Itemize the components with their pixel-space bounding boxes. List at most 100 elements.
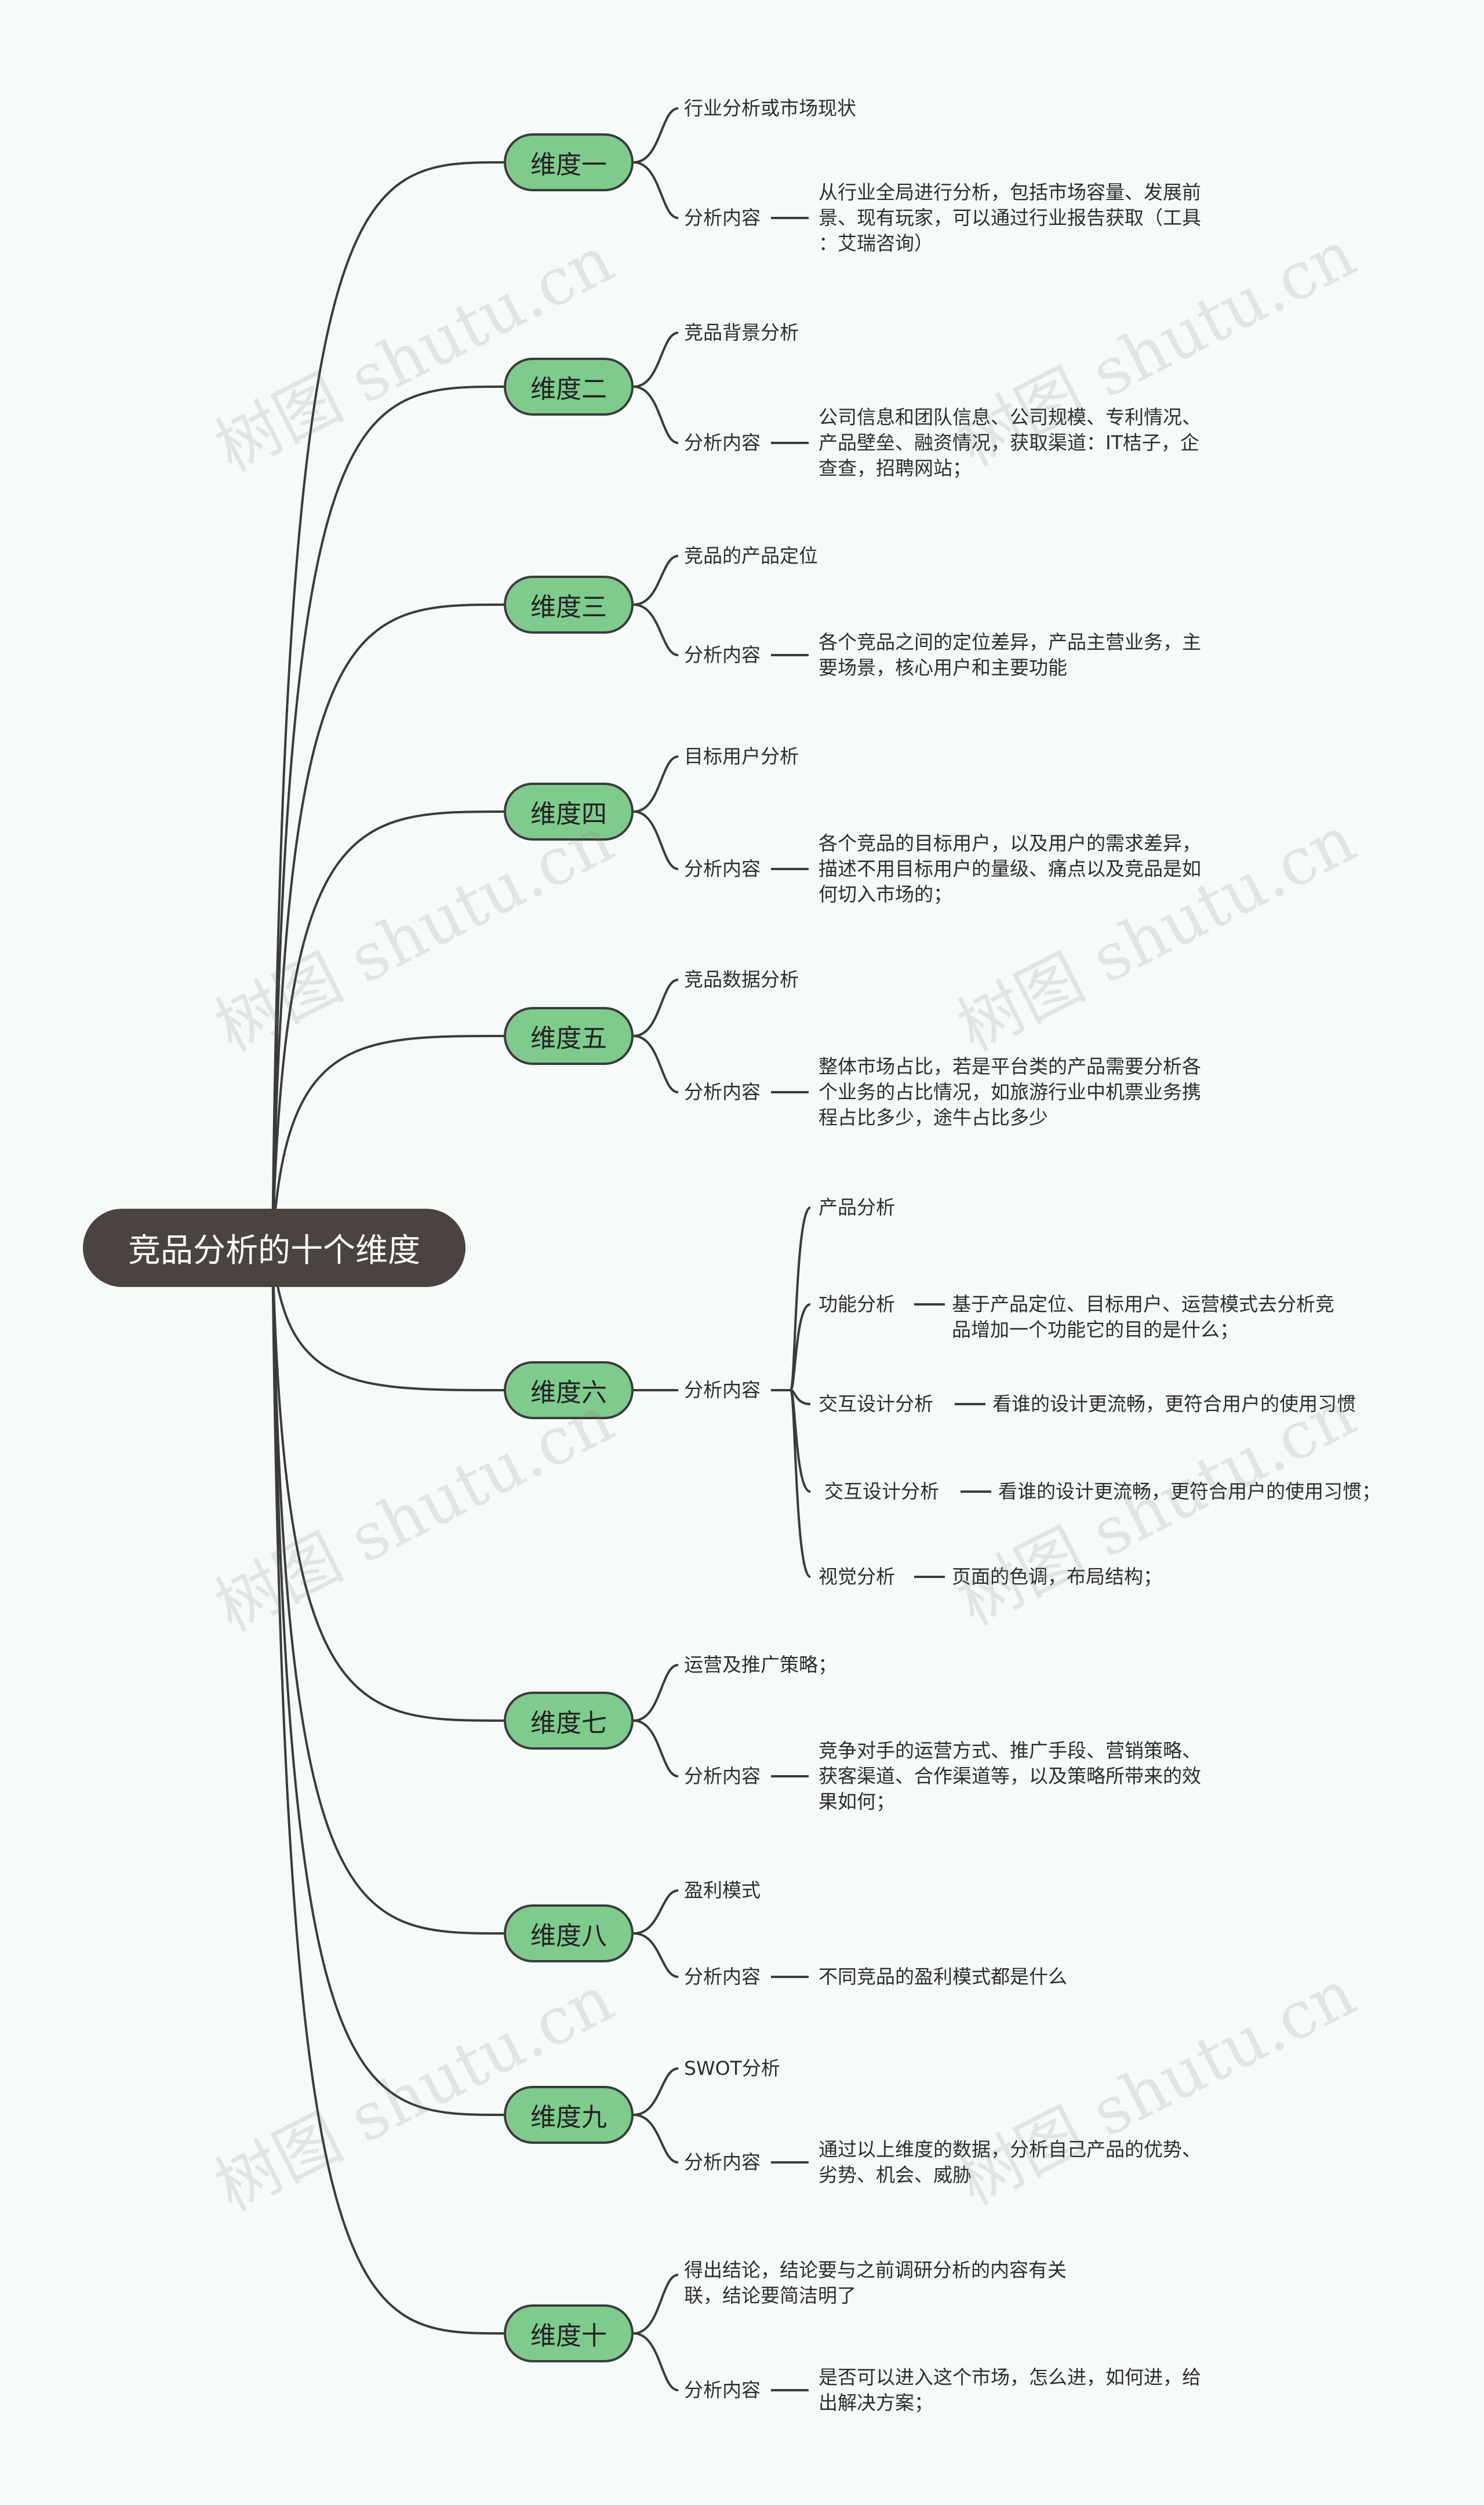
analysis-content-2-line: 产品壁垒、融资情况，获取渠道：IT桔子，企 [819, 431, 1199, 454]
analysis-content-1-line: 景、现有玩家，可以通过行业报告获取（工具 [819, 206, 1201, 229]
analysis-content-10[interactable]: 是否可以进入这个市场，怎么进，如何进，给出解决方案； [819, 2365, 1201, 2416]
sub-item-4[interactable]: 交互设计分析 [824, 1479, 939, 1504]
topic-2[interactable]: 竞品背景分析 [684, 320, 799, 346]
topic-4[interactable]: 目标用户分析 [684, 744, 799, 769]
link-dimension-10-topic [633, 2274, 679, 2335]
analysis-label-8[interactable]: 分析内容 [684, 1964, 761, 1990]
dimension-node-1[interactable]: 维度一 [504, 133, 634, 191]
analysis-content-3-line: 要场景，核心用户和主要功能 [819, 656, 1067, 679]
dimension-node-5[interactable]: 维度五 [504, 1007, 634, 1065]
analysis-content-4-line: 何切入市场的； [819, 883, 952, 906]
dimension-node-3[interactable]: 维度三 [504, 576, 634, 634]
topic-7[interactable]: 运营及推广策略； [684, 1652, 837, 1678]
sub-item-4-line: 交互设计分析 [824, 1480, 939, 1503]
topic-1[interactable]: 行业分析或市场现状 [684, 96, 856, 121]
dimension-node-8[interactable]: 维度八 [504, 1904, 634, 1962]
analysis-label-9-line: 分析内容 [684, 2151, 761, 2173]
link-dimension-9-analysis [633, 2114, 679, 2164]
analysis-content-5-line: 整体市场占比，若是平台类的产品需要分析各 [819, 1055, 1201, 1078]
analysis-content-9-line: 通过以上维度的数据，分析自己产品的优势、 [819, 2138, 1201, 2161]
analysis-content-4-line: 各个竞品的目标用户，以及用户的需求差异， [819, 832, 1201, 855]
analysis-content-7[interactable]: 竞争对手的运营方式、推广手段、营销策略、获客渠道、合作渠道等，以及策略所带来的效… [819, 1738, 1201, 1815]
link-dimension-3-topic [633, 555, 679, 606]
link-dimension-10-analysis [633, 2332, 679, 2391]
analysis-content-5-line: 个业务的占比情况，如旅游行业中机票业务携 [819, 1081, 1201, 1103]
link-root-to-dimension-7 [271, 1247, 504, 1722]
analysis-content-5[interactable]: 整体市场占比，若是平台类的产品需要分析各个业务的占比情况，如旅游行业中机票业务携… [819, 1054, 1201, 1130]
sub-item-5-detail[interactable]: 页面的色调，布局结构； [952, 1564, 1162, 1590]
analysis-content-8[interactable]: 不同竞品的盈利模式都是什么 [819, 1964, 1067, 1990]
analysis-label-6-line: 分析内容 [684, 1379, 761, 1401]
analysis-label-9[interactable]: 分析内容 [684, 2150, 761, 2175]
analysis-label-5-line: 分析内容 [684, 1081, 761, 1103]
sub-item-3[interactable]: 交互设计分析 [819, 1391, 933, 1417]
analysis-label-1[interactable]: 分析内容 [684, 205, 761, 231]
analysis-content-7-line: 获客渠道、合作渠道等，以及策略所带来的效 [819, 1765, 1201, 1787]
link-root-to-dimension-6 [271, 1247, 504, 1391]
topic-5[interactable]: 竞品数据分析 [684, 967, 799, 992]
sub-item-2[interactable]: 功能分析 [819, 1292, 895, 1317]
dimension-node-2[interactable]: 维度二 [504, 358, 634, 416]
analysis-content-10-line: 出解决方案； [819, 2391, 933, 2414]
analysis-content-4[interactable]: 各个竞品的目标用户，以及用户的需求差异，描述不用目标用户的量级、痛点以及竞品是如… [819, 831, 1201, 907]
link-sub-2 [790, 1303, 811, 1391]
analysis-content-7-line: 竞争对手的运营方式、推广手段、营销策略、 [819, 1739, 1201, 1762]
sub-item-1[interactable]: 产品分析 [819, 1195, 895, 1220]
topic-3-line: 竞品的产品定位 [684, 544, 818, 567]
topic-2-line: 竞品背景分析 [684, 321, 799, 344]
analysis-label-2[interactable]: 分析内容 [684, 430, 761, 456]
analysis-content-3-line: 各个竞品之间的定位差异，产品主营业务，主 [819, 631, 1201, 653]
link-dimension-7-analysis [633, 1719, 679, 1777]
topic-5-line: 竞品数据分析 [684, 968, 799, 991]
link-dimension-2-analysis [633, 386, 679, 444]
link-dimension-8-analysis [633, 1932, 679, 1978]
analysis-content-3[interactable]: 各个竞品之间的定位差异，产品主营业务，主要场景，核心用户和主要功能 [819, 630, 1201, 681]
analysis-label-10[interactable]: 分析内容 [684, 2377, 761, 2403]
analysis-content-9[interactable]: 通过以上维度的数据，分析自己产品的优势、劣势、机会、威胁 [819, 2137, 1201, 2188]
analysis-content-2[interactable]: 公司信息和团队信息、公司规模、专利情况、产品壁垒、融资情况，获取渠道：IT桔子，… [819, 405, 1201, 481]
analysis-label-4[interactable]: 分析内容 [684, 856, 761, 882]
analysis-label-3[interactable]: 分析内容 [684, 642, 761, 668]
topic-8-line: 盈利模式 [684, 1879, 761, 1902]
link-dimension-5-analysis [633, 1035, 679, 1093]
analysis-label-7-line: 分析内容 [684, 1765, 761, 1787]
analysis-label-6[interactable]: 分析内容 [684, 1377, 761, 1403]
dimension-node-6[interactable]: 维度六 [504, 1361, 634, 1419]
analysis-label-7[interactable]: 分析内容 [684, 1764, 761, 1789]
analysis-content-2-line: 公司信息和团队信息、公司规模、专利情况、 [819, 406, 1201, 428]
sub-item-3-line: 交互设计分析 [819, 1393, 933, 1415]
topic-10[interactable]: 得出结论，结论要与之前调研分析的内容有关联，结论要简洁明了 [684, 2257, 1067, 2308]
topic-3[interactable]: 竞品的产品定位 [684, 543, 818, 569]
link-dimension-4-topic [633, 755, 679, 813]
dimension-node-10[interactable]: 维度十 [504, 2304, 634, 2362]
sub-item-2-detail[interactable]: 基于产品定位、目标用户、运营模式去分析竞品增加一个功能它的目的是什么； [952, 1292, 1334, 1343]
topic-9-line: SWOT分析 [684, 2057, 780, 2079]
analysis-label-1-line: 分析内容 [684, 206, 761, 229]
topic-8[interactable]: 盈利模式 [684, 1878, 761, 1903]
topic-10-line: 联，结论要简洁明了 [684, 2284, 856, 2307]
analysis-label-8-line: 分析内容 [684, 1965, 761, 1988]
dimension-node-9[interactable]: 维度九 [504, 2086, 634, 2144]
link-root-to-dimension-8 [271, 1247, 504, 1935]
root-topic[interactable]: 竞品分析的十个维度 [83, 1209, 465, 1287]
link-sub-5 [790, 1389, 812, 1578]
analysis-content-1[interactable]: 从行业全局进行分析，包括市场容量、发展前景、现有玩家，可以通过行业报告获取（工具… [819, 180, 1201, 256]
analysis-content-1-line: ：艾瑞咨询） [819, 232, 933, 255]
sub-item-3-detail[interactable]: 看谁的设计更流畅，更符合用户的使用习惯 [992, 1391, 1356, 1417]
dimension-node-4[interactable]: 维度四 [504, 783, 634, 841]
sub-item-5[interactable]: 视觉分析 [819, 1564, 895, 1590]
topic-9[interactable]: SWOT分析 [684, 2056, 780, 2081]
analysis-label-5[interactable]: 分析内容 [684, 1079, 761, 1105]
link-dimension-1-topic [633, 107, 679, 163]
analysis-label-3-line: 分析内容 [684, 643, 761, 666]
sub-item-1-line: 产品分析 [819, 1196, 895, 1219]
topic-1-line: 行业分析或市场现状 [684, 97, 856, 119]
dimension-node-7[interactable]: 维度七 [504, 1692, 634, 1750]
analysis-label-4-line: 分析内容 [684, 857, 761, 880]
sub-item-4-detail[interactable]: 看谁的设计更流畅，更符合用户的使用习惯； [998, 1479, 1381, 1504]
link-root-to-dimension-2 [271, 386, 504, 1248]
analysis-content-4-line: 描述不用目标用户的量级、痛点以及竞品是如 [819, 857, 1201, 880]
analysis-content-1-line: 从行业全局进行分析，包括市场容量、发展前 [819, 181, 1201, 203]
